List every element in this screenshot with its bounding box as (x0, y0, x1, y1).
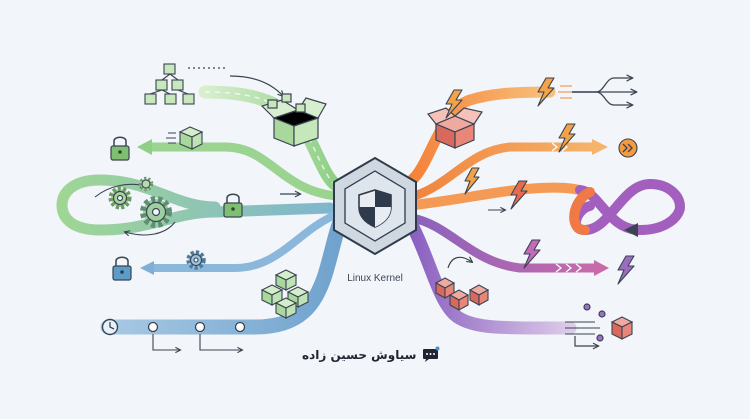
shield-icon (358, 189, 392, 228)
timeline-node-2 (194, 321, 206, 333)
clock-icon (101, 318, 119, 336)
thin-arrow-loop-bottom (125, 221, 176, 235)
box-icon (178, 126, 204, 150)
chat-bubble-icon (423, 346, 440, 362)
flow-path-orange-top (406, 86, 556, 186)
lightning-icon (558, 123, 576, 153)
arrow-head-orange-mid (592, 139, 608, 155)
flow-path-lock-blue (148, 210, 342, 272)
thin-arrow-timeline-2 (199, 334, 242, 350)
lightning-icon (445, 89, 463, 119)
arrow-head-loop (624, 223, 638, 237)
fast-forward-icon (618, 138, 638, 158)
flow-path-purple-bottom (405, 218, 577, 335)
flow-path-lock-green (145, 142, 341, 201)
lightning-icon (537, 77, 555, 107)
open-box-icon (426, 107, 483, 149)
arrow-head-lock-blue (140, 261, 154, 275)
cube-cluster-icon (434, 277, 490, 311)
thin-arrow-top (229, 75, 283, 96)
author-branding: سیاوش حسین زاده (302, 344, 440, 366)
flow-path-orange-mid (409, 142, 600, 201)
arrow-head-purple-lower (594, 260, 609, 276)
gear-icon (138, 176, 154, 192)
cube-stack-icon (260, 269, 310, 319)
thin-arrow-timeline-1 (152, 334, 180, 350)
chevrons-purple (555, 263, 583, 273)
lock-icon (223, 193, 243, 218)
lightning-icon (617, 255, 635, 285)
timeline-node-3 (234, 321, 246, 333)
arrow-head-lock-green (137, 139, 152, 155)
lightning-icon (523, 239, 541, 269)
kernel-hexagon (333, 156, 417, 256)
dots-stream-icon (565, 303, 606, 346)
gear-icon (186, 250, 206, 270)
timeline-node-1 (147, 321, 159, 333)
lightning-icon (464, 167, 480, 195)
flow-path-timeline-blue (100, 214, 348, 335)
thin-arrow-right-2 (447, 257, 472, 269)
split-arrows-icon (572, 78, 636, 105)
gear-icon (108, 186, 132, 210)
flow-path-gear-loop (56, 174, 336, 236)
infinity-loop-icon-orange (569, 187, 595, 235)
box-icon (610, 316, 634, 340)
flow-path-purple-lower (407, 213, 601, 273)
lightning-icon (510, 180, 528, 210)
lock-icon (112, 256, 132, 281)
open-box-icon (260, 93, 327, 147)
speed-lines-icon (166, 132, 176, 144)
cube-cluster-icon (144, 63, 195, 105)
kernel-label: Linux Kernel (347, 273, 403, 284)
speed-lines-orange (558, 85, 572, 99)
flow-path-orange-loop (409, 182, 585, 210)
author-name: سیاوش حسین زاده (302, 348, 417, 362)
gear-icon (140, 196, 172, 228)
lock-icon (110, 136, 130, 161)
